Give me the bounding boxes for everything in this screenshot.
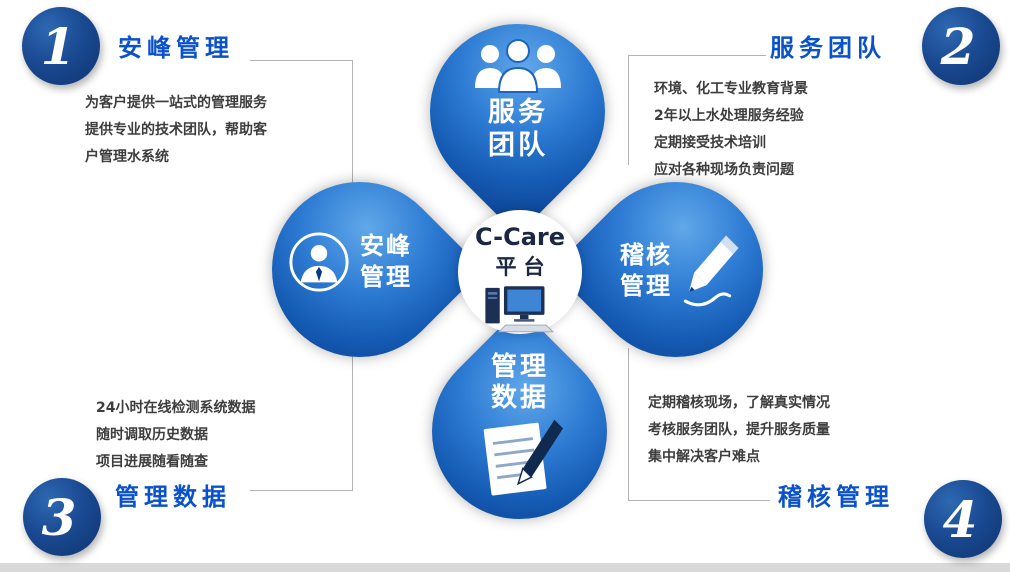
corner-title-anfeng-management: 安峰管理: [118, 34, 234, 62]
connector-line-bottom-left-v: [352, 352, 353, 491]
petal-label-line: 团队: [488, 130, 548, 161]
text-line: 提供专业的技术团队，帮助客: [85, 122, 267, 138]
text-line: 为客户提供一站式的管理服务: [85, 95, 267, 111]
connector-line-bottom-left-h: [250, 490, 353, 491]
text-line: 定期稽核现场，了解真实情况: [648, 395, 830, 411]
text-line: 户管理水系统: [85, 149, 169, 165]
connector-line-bottom-right-h: [628, 500, 770, 501]
center-platform-hub: C-Care 平台: [458, 210, 582, 334]
corner-text-anfeng-management: 为客户提供一站式的管理服务 提供专业的技术团队，帮助客 户管理水系统: [85, 90, 267, 171]
corner-number-circle-2: 2: [922, 7, 1000, 85]
text-line: 2年以上水处理服务经验: [654, 108, 804, 124]
petal-label-line: 管理: [620, 272, 672, 300]
text-line: 集中解决客户难点: [648, 449, 760, 465]
petal-label-line: 数据: [490, 383, 549, 413]
petal-label-line: 管理: [360, 263, 412, 291]
corner-number-4: 4: [942, 489, 978, 549]
petal-label-line: 服务: [488, 97, 548, 128]
manager-icon: [289, 232, 349, 292]
connector-line-top-left-v: [352, 60, 353, 188]
petal-content-audit: 稽核 管理: [620, 229, 742, 313]
corner-number-2: 2: [940, 16, 976, 76]
petal-label-line: 安峰: [360, 232, 412, 260]
corner-number-circle-1: 1: [22, 7, 100, 85]
text-line: 考核服务团队，提升服务质量: [648, 422, 830, 438]
text-line: 随时调取历史数据: [96, 427, 208, 443]
petal-label-anfeng: 安峰 管理: [360, 231, 412, 293]
document-pen-icon: [483, 419, 564, 496]
text-line: 定期接受技术培训: [654, 135, 766, 151]
corner-number-3: 3: [41, 487, 77, 547]
center-subtitle: 平台: [495, 255, 552, 279]
bottom-gray-bar: [0, 563, 1010, 572]
pencil-icon: [683, 235, 739, 307]
petal-content-data: 管理 数据: [433, 352, 607, 502]
text-line: 环境、化工专业教育背景: [654, 81, 808, 97]
text-line: 项目进展随看随查: [96, 454, 208, 470]
corner-text-audit-management: 定期稽核现场，了解真实情况 考核服务团队，提升服务质量 集中解决客户难点: [648, 390, 830, 471]
connector-line-top-right-h: [628, 55, 766, 56]
corner-number-1: 1: [40, 16, 76, 76]
petal-label-line: 稽核: [620, 241, 672, 269]
text-line: 24小时在线检测系统数据: [96, 400, 256, 416]
petal-label-audit: 稽核 管理: [620, 240, 672, 302]
petal-content-anfeng: 安峰 管理: [288, 231, 412, 293]
petal-label-service-team: 服务 团队: [433, 96, 603, 162]
corner-number-circle-4: 4: [924, 480, 1002, 558]
text-line: 应对各种现场负责问题: [654, 162, 794, 178]
corner-title-management-data: 管理数据: [115, 483, 231, 511]
corner-number-circle-3: 3: [23, 478, 101, 556]
petal-content-service-team: 服务 团队: [433, 38, 603, 162]
center-title: C-Care: [474, 223, 566, 251]
team-icon: [475, 39, 561, 93]
corner-title-audit-management: 稽核管理: [778, 483, 894, 511]
corner-text-management-data: 24小时在线检测系统数据 随时调取历史数据 项目进展随看随查: [96, 395, 255, 476]
petal-label-line: 管理: [490, 352, 549, 382]
corner-text-service-team: 环境、化工专业教育背景 2年以上水处理服务经验 定期接受技术培训 应对各种现场负…: [654, 76, 808, 184]
corner-title-service-team: 服务团队: [770, 34, 886, 62]
connector-line-top-left-h: [250, 60, 353, 61]
computer-icon: [485, 286, 554, 333]
connector-line-top-right-v: [628, 55, 629, 165]
petal-label-data: 管理 数据: [433, 352, 607, 414]
connector-line-bottom-right-v: [628, 348, 629, 501]
